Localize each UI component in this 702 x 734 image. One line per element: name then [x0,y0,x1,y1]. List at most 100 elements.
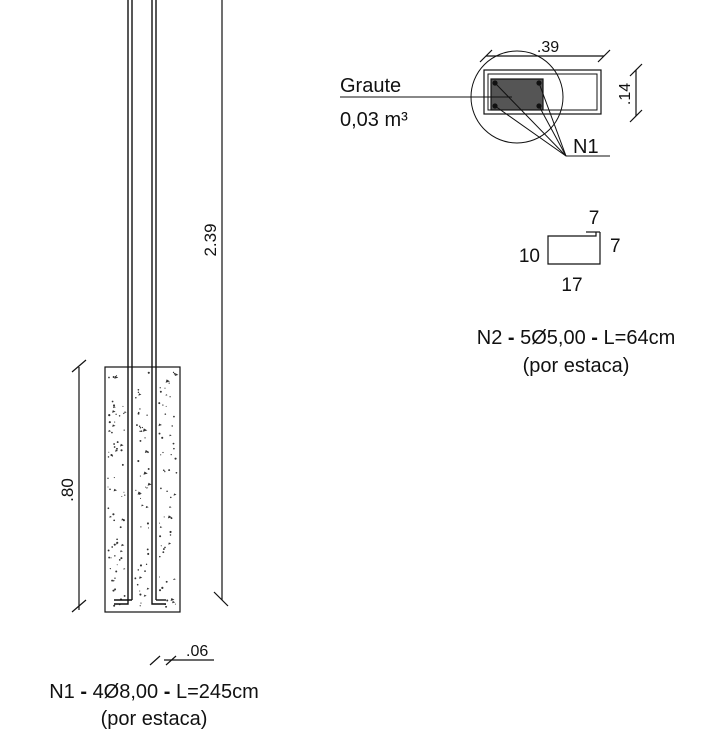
concrete-speck [135,489,137,491]
concrete-speck [114,555,116,557]
dimension-hook [149,655,214,666]
concrete-speck [141,426,143,429]
concrete-speck [123,429,125,431]
pile-concrete-body [104,366,181,613]
concrete-speck [139,426,142,429]
concrete-speck [158,432,161,435]
concrete-speck [116,564,118,566]
concrete-aggregate [172,600,176,604]
concrete-speck [137,569,140,571]
concrete-aggregate [113,488,118,492]
concrete-speck [166,599,169,602]
concrete-speck [112,375,115,378]
concrete-aggregate [143,471,148,475]
concrete-speck [108,376,110,379]
concrete-aggregate [173,493,177,496]
concrete-aggregate [123,568,126,570]
concrete-speck [139,605,141,607]
concrete-speck [170,453,172,456]
concrete-speck [116,541,119,544]
concrete-speck [139,590,141,592]
concrete-aggregate [165,379,171,383]
concrete-speck [165,580,168,583]
concrete-speck [139,439,142,442]
concrete-aggregate [112,579,115,582]
concrete-speck [169,396,171,398]
concrete-speck [109,488,111,491]
concrete-speck [124,494,126,496]
concrete-speck [122,405,124,407]
concrete-speck [139,430,141,432]
stirrup-n2-detail: 7 7 10 17 N2 - 5Ø5,00 - L=64cm (por esta… [477,208,675,377]
concrete-speck [147,467,150,470]
grout-volume: 0,03 m³ [340,109,408,131]
concrete-speck [138,493,141,495]
concrete-speck [112,589,115,592]
concrete-aggregate [162,469,166,472]
concrete-speck [112,513,115,516]
concrete-aggregate [114,375,119,379]
concrete-speck [170,517,173,520]
concrete-aggregate [121,543,125,547]
concrete-speck [159,555,161,558]
concrete-speck [172,371,175,374]
pile-cross-section: N1 Graute 0,03 m³ .39 .14 [340,39,643,158]
concrete-speck [164,413,167,415]
concrete-speck [146,548,149,551]
concrete-aggregate [124,411,127,414]
concrete-speck [164,387,166,389]
concrete-aggregate [143,594,147,597]
concrete-aggregate [162,404,165,406]
concrete-aggregate [108,429,112,433]
n1-caption-line2: (por estaca) [101,708,208,730]
concrete-speck [118,415,121,417]
concrete-speck [169,496,172,499]
concrete-speck [116,441,119,444]
n1-section-label: N1 [573,136,599,158]
concrete-speck [120,557,123,560]
grout-fill [490,78,544,111]
concrete-aggregate [121,518,125,521]
concrete-speck [118,558,121,561]
concrete-aggregate [169,434,172,437]
concrete-speck [137,412,140,415]
concrete-speck [164,546,166,549]
concrete-speck [146,414,148,416]
concrete-speck [109,567,111,570]
concrete-speck [144,437,146,439]
concrete-speck [107,549,110,552]
concrete-hatch [107,371,179,608]
concrete-speck [158,576,161,578]
concrete-speck [139,497,142,499]
block-outline [483,69,602,115]
stirrup-dim-left: 10 [519,246,540,267]
concrete-speck [175,471,178,474]
concrete-speck [113,543,116,546]
concrete-speck [108,556,111,559]
concrete-speck [135,396,137,399]
concrete-speck [113,443,115,445]
concrete-speck [160,545,162,547]
dimension-total-length [213,0,229,607]
concrete-speck [139,564,143,567]
concrete-speck [137,391,140,394]
concrete-speck [140,526,142,528]
dimension-section-height-label: .14 [617,83,634,105]
dimension-hook-label: .06 [186,643,208,660]
concrete-speck [114,577,116,579]
n2-caption-line2: (por estaca) [523,355,630,377]
concrete-speck [173,415,175,418]
concrete-speck [116,375,118,377]
stirrup-dim-bottom: 17 [561,275,582,296]
n2-caption-line1: N2 - 5Ø5,00 - L=64cm [477,327,675,349]
concrete-speck [123,594,126,597]
concrete-speck [147,371,150,374]
concrete-aggregate [169,506,172,508]
concrete-aggregate [120,443,124,447]
concrete-speck [137,388,140,391]
concrete-speck [162,451,164,454]
concrete-speck [119,526,122,529]
grout-label: Graute [340,75,401,97]
concrete-speck [107,456,110,458]
